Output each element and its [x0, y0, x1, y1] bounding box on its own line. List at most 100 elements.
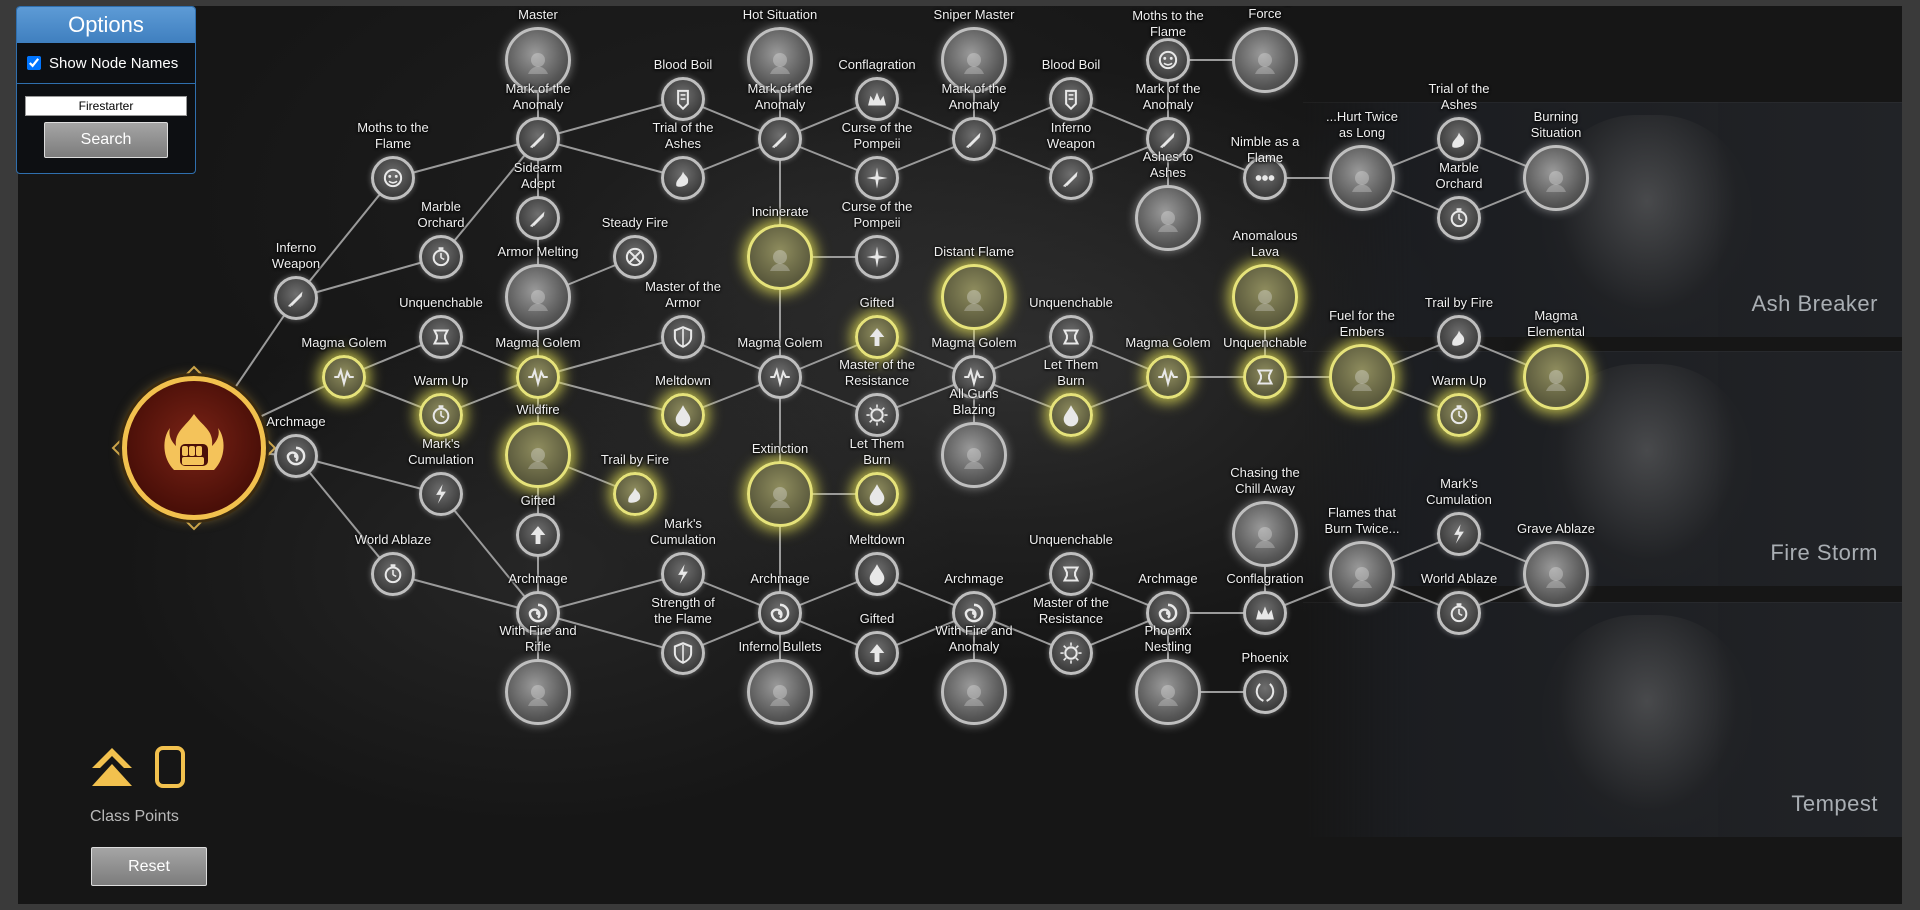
skill-node-bloodboil1[interactable] [661, 77, 705, 121]
pulse-icon [528, 367, 548, 388]
skill-node-flamesburn[interactable] [1329, 541, 1395, 607]
skill-node-label: Incinerate [751, 204, 809, 219]
skill-node-magmaelem[interactable] [1523, 344, 1589, 410]
skill-node-curse1[interactable] [855, 156, 899, 200]
skill-node-markanom1[interactable] [516, 117, 560, 161]
skill-node-fuelembers[interactable] [1329, 344, 1395, 410]
skill-node-markscum1[interactable] [419, 472, 463, 516]
skill-node-trailfire1[interactable] [613, 472, 657, 516]
skill-node-chasing[interactable] [1232, 501, 1298, 567]
skill-node-unquench4[interactable] [1243, 355, 1287, 399]
ability-portrait-icon [1158, 685, 1178, 706]
skill-node-gifted1[interactable] [516, 513, 560, 557]
skill-node-unquench2[interactable] [1049, 315, 1093, 359]
skill-node-magma3[interactable] [758, 355, 802, 399]
skill-node-archmage1[interactable] [274, 434, 318, 478]
skill-node-masterres2[interactable] [1049, 631, 1093, 675]
skill-node-strength[interactable] [661, 631, 705, 675]
skill-node-sniper[interactable] [941, 27, 1007, 93]
skill-node-markanom3[interactable] [952, 117, 996, 161]
skill-node-infernobullets[interactable] [747, 659, 813, 725]
skill-node-moths2[interactable] [1146, 38, 1190, 82]
skill-node-trialashes1[interactable] [661, 156, 705, 200]
skill-node-withfire2[interactable] [941, 659, 1007, 725]
skill-node-markanom2[interactable] [758, 117, 802, 161]
connection-line [295, 177, 394, 299]
skill-node-letburn1[interactable] [855, 472, 899, 516]
skill-node-extinction[interactable] [747, 461, 813, 527]
class-core-node[interactable] [122, 376, 266, 520]
skill-node-hurttwice[interactable] [1329, 145, 1395, 211]
skill-node-leeching[interactable] [1232, 27, 1298, 93]
skill-node-gifted2[interactable] [855, 315, 899, 359]
connection-line [537, 573, 684, 614]
swirl-icon [1158, 603, 1178, 623]
skill-node-marble2[interactable] [1437, 196, 1481, 240]
show-node-names-checkbox[interactable] [27, 56, 41, 70]
skill-node-withfire1[interactable] [505, 659, 571, 725]
skill-node-markanom4[interactable] [1146, 117, 1190, 161]
skill-node-phoenixnest[interactable] [1135, 659, 1201, 725]
skill-node-worldablaze2[interactable] [1437, 591, 1481, 635]
skill-node-trailfire2[interactable] [1437, 315, 1481, 359]
skill-node-hotsit[interactable] [747, 27, 813, 93]
skill-node-markscum2[interactable] [661, 552, 705, 596]
skill-node-magma5[interactable] [1146, 355, 1190, 399]
skill-node-unquench1[interactable] [419, 315, 463, 359]
skill-node-archmage3[interactable] [758, 591, 802, 635]
skill-node-trialashes2[interactable] [1437, 117, 1481, 161]
skill-node-masterarmor[interactable] [661, 315, 705, 359]
skill-node-marble1[interactable] [419, 235, 463, 279]
skill-node-nimble[interactable] [1243, 156, 1287, 200]
skill-node-curse2[interactable] [855, 235, 899, 279]
skill-node-markscum3[interactable] [1437, 512, 1481, 556]
tree-label-fire-storm: Fire Storm [1770, 540, 1878, 565]
skill-node-incinerate[interactable] [747, 224, 813, 290]
ability-portrait-icon [1352, 171, 1372, 192]
ability-portrait-icon [528, 685, 548, 706]
skill-node-unquench3[interactable] [1049, 552, 1093, 596]
skill-node-worldablaze1[interactable] [371, 552, 415, 596]
skill-node-label: Archmage [944, 571, 1004, 586]
skill-node-label: Master of the Resistance [839, 357, 915, 388]
skill-node-meltdown1[interactable] [661, 393, 705, 437]
connection-line [295, 256, 442, 299]
skill-node-distant[interactable] [941, 264, 1007, 330]
skill-node-gifted3[interactable] [855, 631, 899, 675]
ability-portrait-icon [1352, 370, 1372, 391]
skill-node-inferno1[interactable] [274, 276, 318, 320]
skill-node-label: Master of the Armor [645, 279, 721, 310]
skill-node-moths1[interactable] [371, 156, 415, 200]
skill-node-bloodboil2[interactable] [1049, 77, 1093, 121]
skill-node-archmage4[interactable] [952, 591, 996, 635]
search-input[interactable] [25, 96, 187, 116]
skill-node-archmage5[interactable] [1146, 591, 1190, 635]
skill-node-letburn2[interactable] [1049, 393, 1093, 437]
skill-node-conflag2[interactable] [1243, 591, 1287, 635]
skill-node-magma1[interactable] [322, 355, 366, 399]
skill-node-warmup2[interactable] [1437, 393, 1481, 437]
skill-node-ashes[interactable] [1135, 185, 1201, 251]
skill-node-burningsit[interactable] [1523, 145, 1589, 211]
skill-node-allguns[interactable] [941, 422, 1007, 488]
skill-node-magma4[interactable] [952, 355, 996, 399]
skill-node-label: Distant Flame [933, 244, 1015, 259]
skill-node-phoenix[interactable] [1243, 670, 1287, 714]
skill-node-warmup1[interactable] [419, 393, 463, 437]
skill-node-steady[interactable] [613, 235, 657, 279]
skill-node-anomlava[interactable] [1232, 264, 1298, 330]
skill-node-sidearm[interactable] [516, 196, 560, 240]
skill-node-magma2[interactable] [516, 355, 560, 399]
skill-node-archmage2[interactable] [516, 591, 560, 635]
skill-node-inferno2[interactable] [1049, 156, 1093, 200]
skill-node-meltdown2[interactable] [855, 552, 899, 596]
skill-node-assault[interactable] [505, 27, 571, 93]
skill-node-conflag1[interactable] [855, 77, 899, 121]
reset-button[interactable]: Reset [91, 847, 207, 886]
search-button[interactable]: Search [44, 122, 168, 158]
skill-node-armormelt[interactable] [505, 264, 571, 330]
skill-node-wildfire[interactable] [505, 422, 571, 488]
skill-node-graveablaze[interactable] [1523, 541, 1589, 607]
fire-drop-icon [675, 405, 691, 427]
skill-node-masterres1[interactable] [855, 393, 899, 437]
